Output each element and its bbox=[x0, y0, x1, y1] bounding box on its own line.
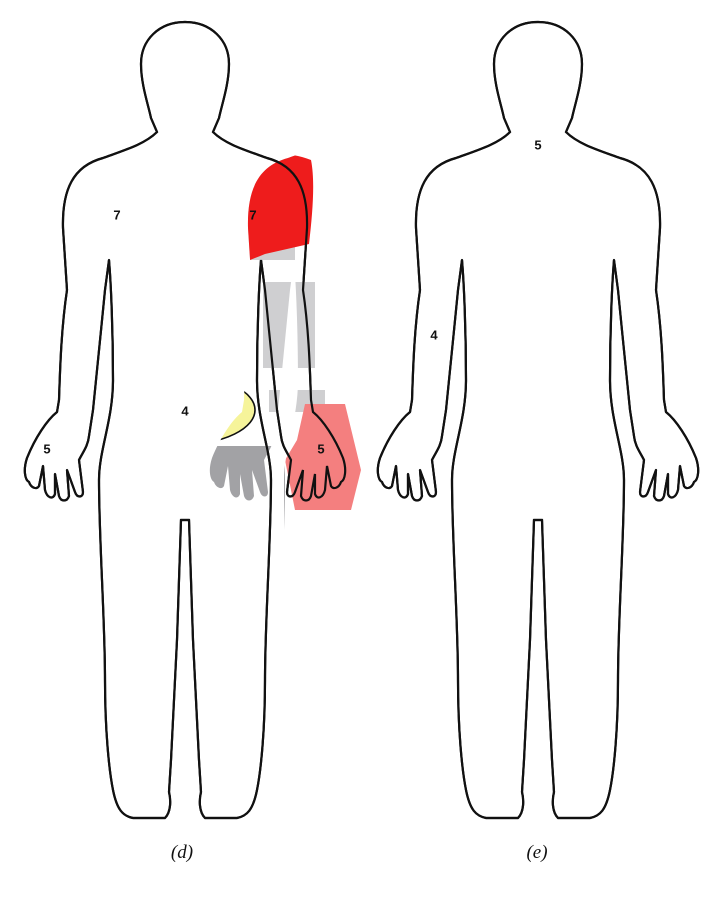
label-left-hand-d: 5 bbox=[43, 441, 50, 456]
figure-e: 5 4 (e) bbox=[362, 22, 704, 863]
figure-d: 7 7 4 5 5 (d) bbox=[9, 22, 361, 863]
label-neck-e: 5 bbox=[534, 137, 541, 152]
label-right-hand-d: 5 bbox=[317, 441, 324, 456]
label-lower-back-d: 4 bbox=[181, 403, 189, 418]
label-left-shoulder-d: 7 bbox=[113, 207, 120, 222]
body-silhouette-d bbox=[25, 22, 345, 818]
label-left-upper-arm-e: 4 bbox=[430, 327, 438, 342]
caption-d: (d) bbox=[171, 842, 193, 863]
label-right-shoulder-d: 7 bbox=[249, 207, 256, 222]
caption-e: (e) bbox=[526, 842, 547, 863]
